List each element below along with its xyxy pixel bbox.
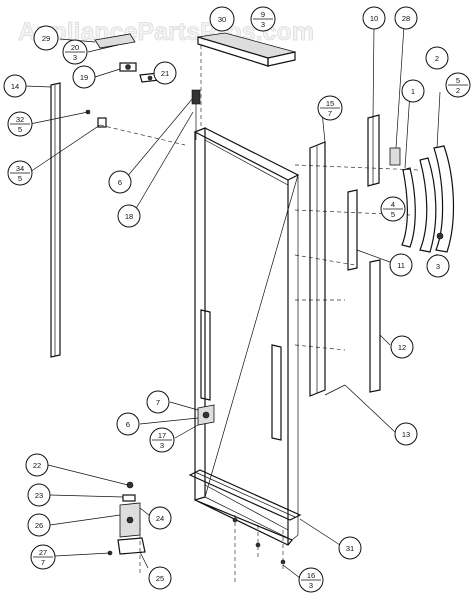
callout-18-label: 18: [125, 212, 133, 221]
callout-30-label: 30: [218, 15, 226, 24]
callout-13-label: 13: [402, 430, 410, 439]
callout-15-7[interactable]: 15 7: [317, 95, 343, 121]
callout-6-upper-label: 6: [118, 178, 122, 187]
callout-25[interactable]: 25: [148, 566, 172, 590]
callout-9-3-bottom: 3: [261, 20, 265, 29]
callout-27-7-bottom: 7: [41, 558, 45, 567]
callout-20-3[interactable]: 20 3: [62, 39, 88, 65]
callout-5-2-top: 5: [456, 76, 460, 85]
callout-34-5-top: 34: [16, 164, 24, 173]
callout-3-label: 3: [436, 262, 440, 271]
bottom-kick-plate: [188, 469, 341, 546]
callout-24[interactable]: 24: [148, 506, 172, 530]
callout-32-5-top: 32: [16, 115, 24, 124]
callout-32-5[interactable]: 32 5: [7, 111, 33, 137]
callout-13[interactable]: 13: [394, 422, 418, 446]
callout-27-7[interactable]: 27 7: [30, 544, 56, 570]
callout-9-3-top: 9: [261, 10, 265, 19]
shelf-bracket-10: [367, 25, 380, 187]
callout-23-label: 23: [35, 491, 43, 500]
callout-12-label: 12: [398, 343, 406, 352]
callout-21[interactable]: 21: [153, 61, 177, 85]
callout-28[interactable]: 28: [394, 6, 418, 30]
strip-12: [369, 259, 391, 393]
callout-21-label: 21: [161, 69, 169, 78]
bottom-screws: [232, 517, 286, 565]
callout-22[interactable]: 22: [25, 453, 49, 477]
callout-17-3[interactable]: 17 3: [149, 427, 175, 453]
callout-2[interactable]: 2: [425, 46, 449, 70]
callout-31-label: 31: [346, 544, 354, 553]
callout-5-2[interactable]: 5 2: [445, 72, 471, 98]
callout-9-3[interactable]: 9 3: [250, 6, 276, 32]
callout-1-label: 1: [411, 87, 415, 96]
callout-17-3-top: 17: [158, 431, 166, 440]
callout-31[interactable]: 31: [338, 536, 362, 560]
callout-23[interactable]: 23: [27, 483, 51, 507]
callout-11[interactable]: 11: [389, 253, 413, 277]
callout-4-5-bottom: 5: [391, 210, 395, 219]
callout-14[interactable]: 14: [3, 74, 27, 98]
callout-4-5[interactable]: 4 5: [380, 196, 406, 222]
callout-34-5[interactable]: 34 5: [7, 160, 33, 186]
top-trim-strip: [197, 32, 296, 67]
leader-16-3: [282, 564, 301, 579]
callout-20-3-bottom: 3: [73, 53, 77, 62]
callout-15-7-bottom: 7: [328, 109, 332, 118]
callout-28-label: 28: [402, 14, 410, 23]
assembly-guide-lines: [99, 45, 421, 585]
lower-door-hinge: [139, 401, 215, 439]
callout-6-lower[interactable]: 6: [116, 412, 140, 436]
callout-26-label: 26: [35, 521, 43, 530]
callout-20-3-top: 20: [71, 43, 79, 52]
left-gasket-strip: [24, 82, 61, 358]
callout-6-upper[interactable]: 6: [108, 170, 132, 194]
vertical-channel: [309, 111, 326, 397]
callout-22-label: 22: [33, 461, 41, 470]
callout-18[interactable]: 18: [117, 204, 141, 228]
callout-26[interactable]: 26: [27, 513, 51, 537]
callout-4-5-top: 4: [391, 200, 395, 209]
callout-17-3-bottom: 3: [160, 441, 164, 450]
callout-1[interactable]: 1: [401, 79, 425, 103]
panel-13: [324, 384, 396, 433]
callout-7-label: 7: [156, 398, 160, 407]
bottom-hinge-assembly: [47, 464, 151, 569]
callout-14-label: 14: [11, 82, 19, 91]
callout-19[interactable]: 19: [72, 65, 96, 89]
callout-10-label: 10: [370, 14, 378, 23]
callout-25-label: 25: [156, 574, 164, 583]
callout-34-5-bottom: 5: [18, 174, 22, 183]
callout-29-label: 29: [42, 34, 50, 43]
strip-11: [347, 189, 391, 271]
callout-30[interactable]: 30: [209, 6, 235, 32]
callout-7[interactable]: 7: [146, 390, 170, 414]
callout-16-3[interactable]: 16 3: [298, 567, 324, 593]
upper-door-hinge-parts: [125, 89, 201, 213]
callout-12[interactable]: 12: [390, 335, 414, 359]
callout-19-label: 19: [80, 73, 88, 82]
end-cap-28: [389, 25, 405, 166]
callout-6-lower-label: 6: [126, 420, 130, 429]
handle-assembly: [401, 91, 455, 263]
callout-29[interactable]: 29: [33, 25, 59, 51]
screws-32-34: [29, 109, 107, 173]
callout-5-2-bottom: 2: [456, 86, 460, 95]
callout-3[interactable]: 3: [426, 254, 450, 278]
callout-32-5-bottom: 5: [18, 125, 22, 134]
callout-11-label: 11: [397, 261, 405, 270]
callout-10[interactable]: 10: [362, 6, 386, 30]
callout-15-7-top: 15: [326, 99, 334, 108]
callout-27-7-top: 27: [39, 548, 47, 557]
callout-24-label: 24: [156, 514, 164, 523]
callout-16-3-top: 16: [307, 571, 315, 580]
callout-16-3-bottom: 3: [309, 581, 313, 590]
callout-2-label: 2: [435, 54, 439, 63]
door-panel: [193, 127, 300, 546]
